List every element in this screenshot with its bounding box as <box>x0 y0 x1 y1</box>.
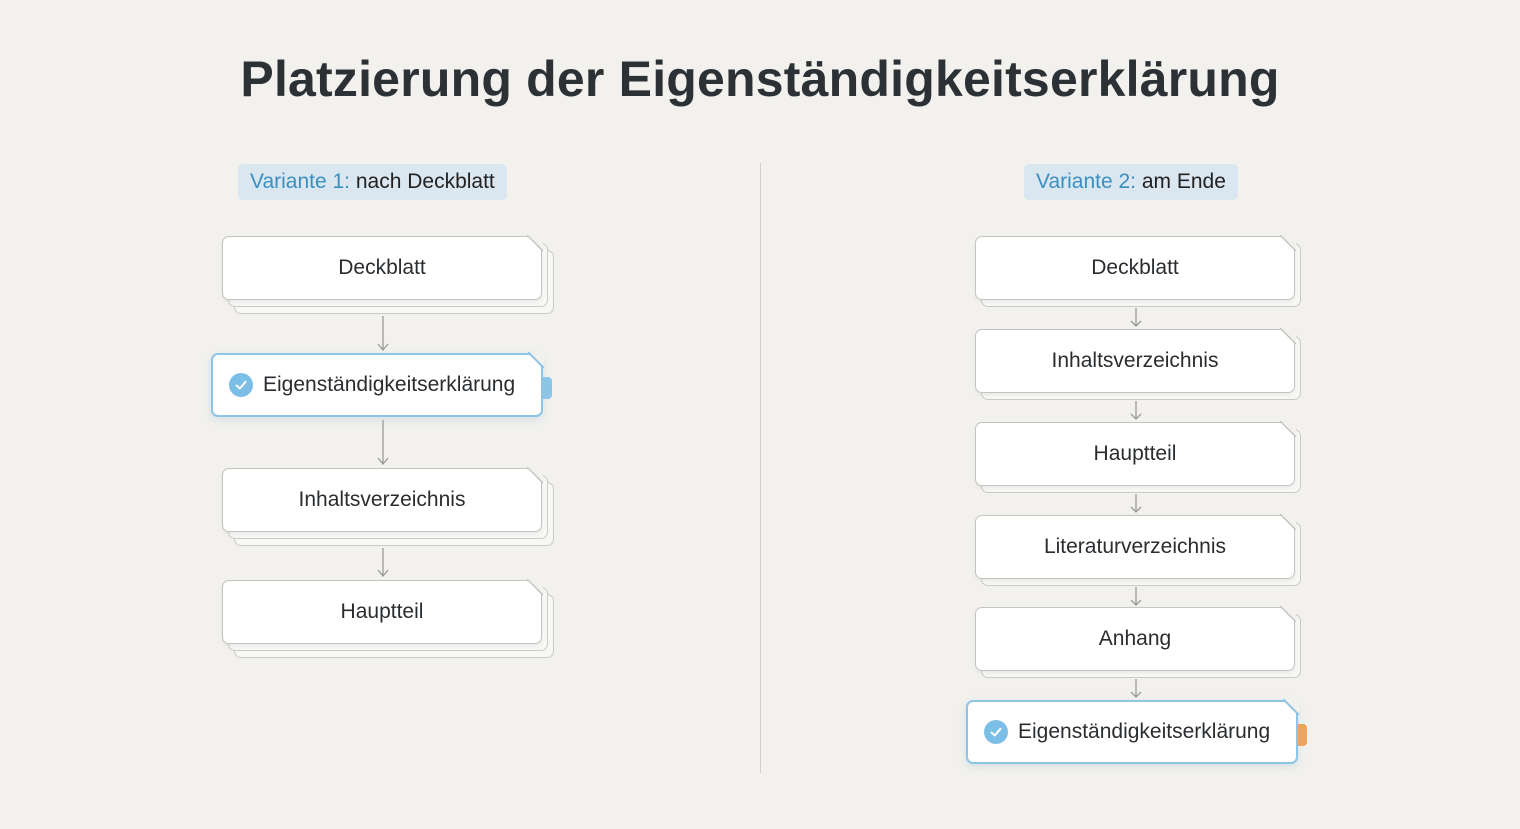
arrow-down-icon <box>1129 679 1143 699</box>
variant-2-key: Variante 2: <box>1036 170 1137 193</box>
v1-card-label: Inhaltsverzeichnis <box>298 488 466 511</box>
arrow-down-icon <box>1129 308 1143 328</box>
v2-card-deckblatt: Deckblatt <box>975 235 1301 307</box>
v2-card-eigenstaendigkeitserklaerung: Eigenständigkeitserklärung <box>966 699 1307 764</box>
v1-card-deckblatt: Deckblatt <box>222 235 554 314</box>
column-divider <box>760 163 761 773</box>
variant-1-key: Variante 1: <box>250 170 351 193</box>
v2-card-hauptteil: Hauptteil <box>975 421 1301 493</box>
arrow-down-icon <box>376 316 390 352</box>
check-icon <box>229 373 253 397</box>
arrow-down-icon <box>1129 587 1143 607</box>
v2-card-anhang: Anhang <box>975 606 1301 678</box>
variant-2-label: Variante 2: am Ende <box>1024 164 1238 200</box>
arrow-down-icon <box>376 548 390 578</box>
v1-card-label: Hauptteil <box>340 600 424 623</box>
v2-card-label: Hauptteil <box>1093 442 1177 465</box>
page-title: Platzierung der Eigenständigkeitserkläru… <box>240 51 1280 107</box>
v2-card-inhaltsverzeichnis: Inhaltsverzeichnis <box>975 328 1301 400</box>
v1-card-inhaltsverzeichnis: Inhaltsverzeichnis <box>222 467 554 546</box>
v1-card-label: Deckblatt <box>338 256 426 279</box>
v2-card-label: Inhaltsverzeichnis <box>1051 349 1219 372</box>
v2-card-label: Deckblatt <box>1091 256 1179 279</box>
bookmark-tab-icon <box>1298 724 1307 746</box>
variant-1-label: Variante 1: nach Deckblatt <box>238 164 507 200</box>
v2-card-label: Anhang <box>1098 627 1172 650</box>
v2-card-label: Literaturverzeichnis <box>1043 535 1227 558</box>
variant-1-description: nach Deckblatt <box>355 170 495 193</box>
check-icon <box>984 720 1008 744</box>
v1-card-hauptteil: Hauptteil <box>222 579 554 658</box>
v2-card-label: Eigenständigkeitserklärung <box>1018 720 1271 743</box>
arrow-down-icon <box>1129 494 1143 514</box>
v1-card-eigenstaendigkeitserklaerung: Eigenständigkeitserklärung <box>211 352 552 417</box>
v1-card-label: Eigenständigkeitserklärung <box>263 373 516 396</box>
arrow-down-icon <box>1129 401 1143 421</box>
variant-2-description: am Ende <box>1141 170 1226 193</box>
v2-card-literaturverzeichnis: Literaturverzeichnis <box>975 514 1301 586</box>
arrow-down-icon <box>376 420 390 466</box>
bookmark-tab-icon <box>543 377 552 399</box>
